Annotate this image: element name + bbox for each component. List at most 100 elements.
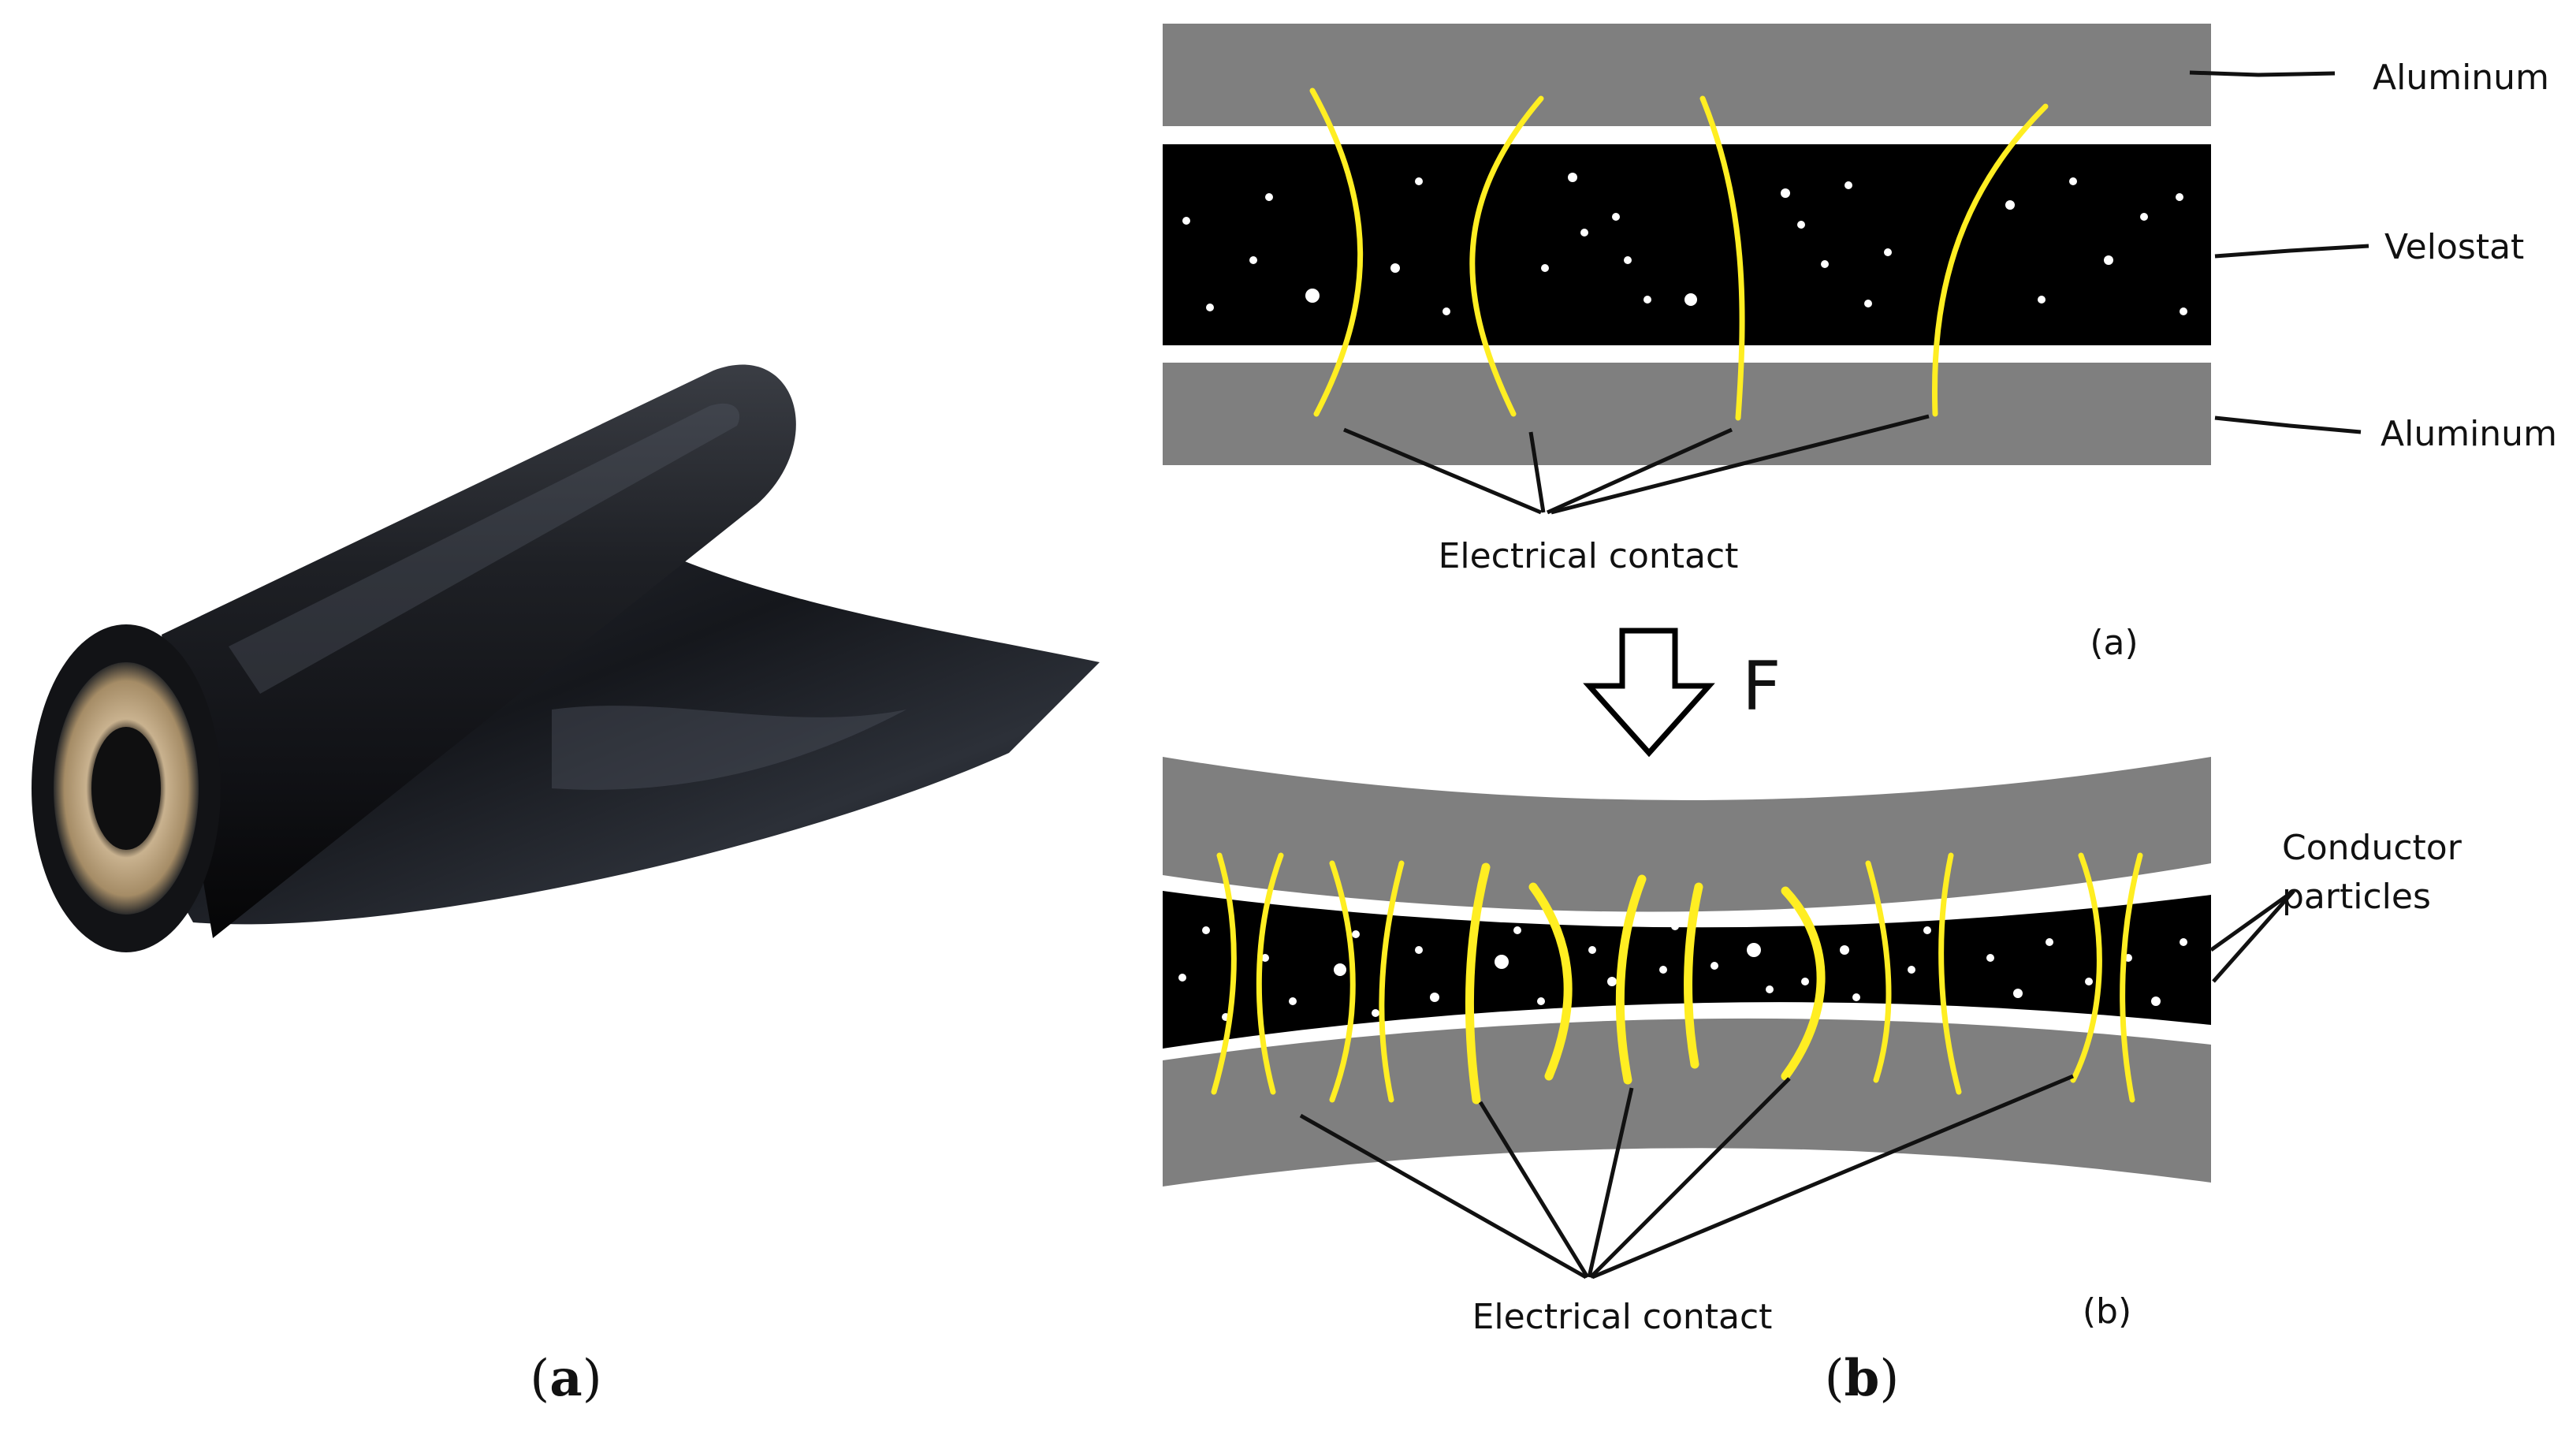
contact-path (1699, 95, 1745, 421)
conductor-particle (1908, 966, 1915, 974)
roll-body (162, 364, 796, 938)
conductor-particle (1568, 173, 1577, 182)
conductor-particle (1588, 946, 1596, 954)
contact-path (2070, 852, 2102, 1083)
contact-paths (1211, 852, 2143, 1105)
contact-path (1309, 88, 1364, 417)
layer-leaders (2189, 70, 2369, 434)
conductor-particle (1797, 221, 1805, 229)
conductor-particle (1801, 978, 1809, 985)
conductor-particle (1537, 997, 1545, 1005)
velostat-layer (1163, 144, 2211, 345)
conductor-particle (1840, 945, 1849, 955)
aluminum-layer-bottom-bent (1163, 1018, 2211, 1187)
conductor-particle (1541, 264, 1549, 272)
roll-core-hole (91, 727, 161, 850)
conductor-particle (1852, 993, 1860, 1001)
conductor-particle (1986, 954, 1994, 962)
conductor-particle (1659, 966, 1667, 974)
conductor-particle (1261, 954, 1269, 962)
aluminum-top-label: Aluminum (2373, 58, 2549, 98)
contact-paths (1309, 88, 2049, 421)
conductor-particle (1884, 248, 1892, 256)
sub-caption-b: (b) (2083, 1291, 2131, 1332)
conductor-particle (1747, 943, 1761, 957)
conductor-particles (1182, 173, 2187, 315)
contact-path (1329, 860, 1356, 1103)
uncompressed-stack: Aluminum Velostat Aluminum Electrical co… (1163, 24, 2557, 663)
conductor-particle (1766, 985, 1774, 993)
conductor-particle (1644, 296, 1651, 304)
conductor-particle (2151, 997, 2161, 1006)
conductor-particle (1845, 181, 1852, 189)
conductor-particle (1607, 977, 1617, 986)
conductor-particle (1821, 260, 1829, 268)
velostat-roll-photo (32, 364, 1100, 952)
electrical-contact-leaders (1299, 1074, 2074, 1280)
conductor-particle (2046, 938, 2053, 946)
conductor-particle (1684, 293, 1697, 306)
contact-path (1938, 852, 1962, 1095)
contact-path (1211, 852, 1237, 1095)
force-label: F (1742, 647, 1781, 726)
roll-sheen (229, 403, 740, 694)
aluminum-bottom-label: Aluminum (2381, 414, 2557, 454)
conductor-particle (1513, 926, 1521, 934)
conductor-particle (1202, 926, 1210, 934)
conductor-particle (1580, 229, 1588, 237)
contact-path (1615, 874, 1647, 1085)
contact-path (1865, 860, 1892, 1083)
conductor-particle (2085, 978, 2093, 985)
conductor-particle (2176, 193, 2183, 201)
conductor-particle (1624, 256, 1632, 264)
aluminum-layer-top-bent (1163, 757, 2211, 912)
conductor-particle (1334, 963, 1346, 976)
conductor-particle (1430, 993, 1439, 1002)
velostat-label: Velostat (2384, 227, 2524, 267)
conductor-particle (1415, 177, 1423, 185)
conductor-particle (2038, 296, 2046, 304)
conductor-particle (2180, 307, 2187, 315)
conductor-particle (1372, 1009, 1379, 1017)
sub-caption-a: (a) (2090, 623, 2138, 663)
electrical-contact-leaders (1343, 414, 1930, 515)
panel-b-caption: (b) (1825, 1349, 1900, 1408)
conductor-particle (1781, 188, 1790, 198)
contact-path (1379, 860, 1405, 1103)
conductor-particle (1182, 217, 1190, 225)
conductor-particles-leaders (2209, 889, 2295, 983)
contact-path (1469, 95, 1544, 417)
contact-path (1528, 882, 1573, 1081)
unrolled-sheet (158, 552, 1100, 925)
conductor-particle (1671, 922, 1679, 930)
aluminum-layer-top (1163, 24, 2211, 126)
contact-path (1684, 882, 1703, 1069)
contact-path (1781, 886, 1826, 1081)
contact-path (1256, 852, 1284, 1095)
force-arrow-icon (1583, 628, 1715, 758)
conductor-particle (1390, 263, 1400, 273)
conductor-particle (1289, 997, 1297, 1005)
conductor-particle (1305, 289, 1320, 303)
contact-path (1932, 103, 2049, 417)
conductor-particle (2005, 200, 2015, 210)
conductor-particle (2140, 213, 2148, 221)
conductor-particle (1265, 193, 1273, 201)
conductor-particle (2104, 255, 2113, 265)
electrical-contact-label-bottom: Electrical contact (1472, 1297, 1773, 1337)
electrical-contact-label-top: Electrical contact (1439, 536, 1739, 576)
conductor-particle (1178, 974, 1186, 982)
panel-a-caption: (a) (530, 1349, 601, 1408)
contact-path (1465, 862, 1491, 1105)
conductor-particle (2069, 177, 2077, 185)
conductor-particle (1415, 946, 1423, 954)
sheet-highlight (552, 706, 906, 790)
conductor-particle (1206, 304, 1214, 311)
conductor-particle (2013, 989, 2023, 998)
conductor-particle (1442, 307, 1450, 315)
conductor-particle (2180, 938, 2187, 946)
contact-path (2120, 852, 2143, 1103)
